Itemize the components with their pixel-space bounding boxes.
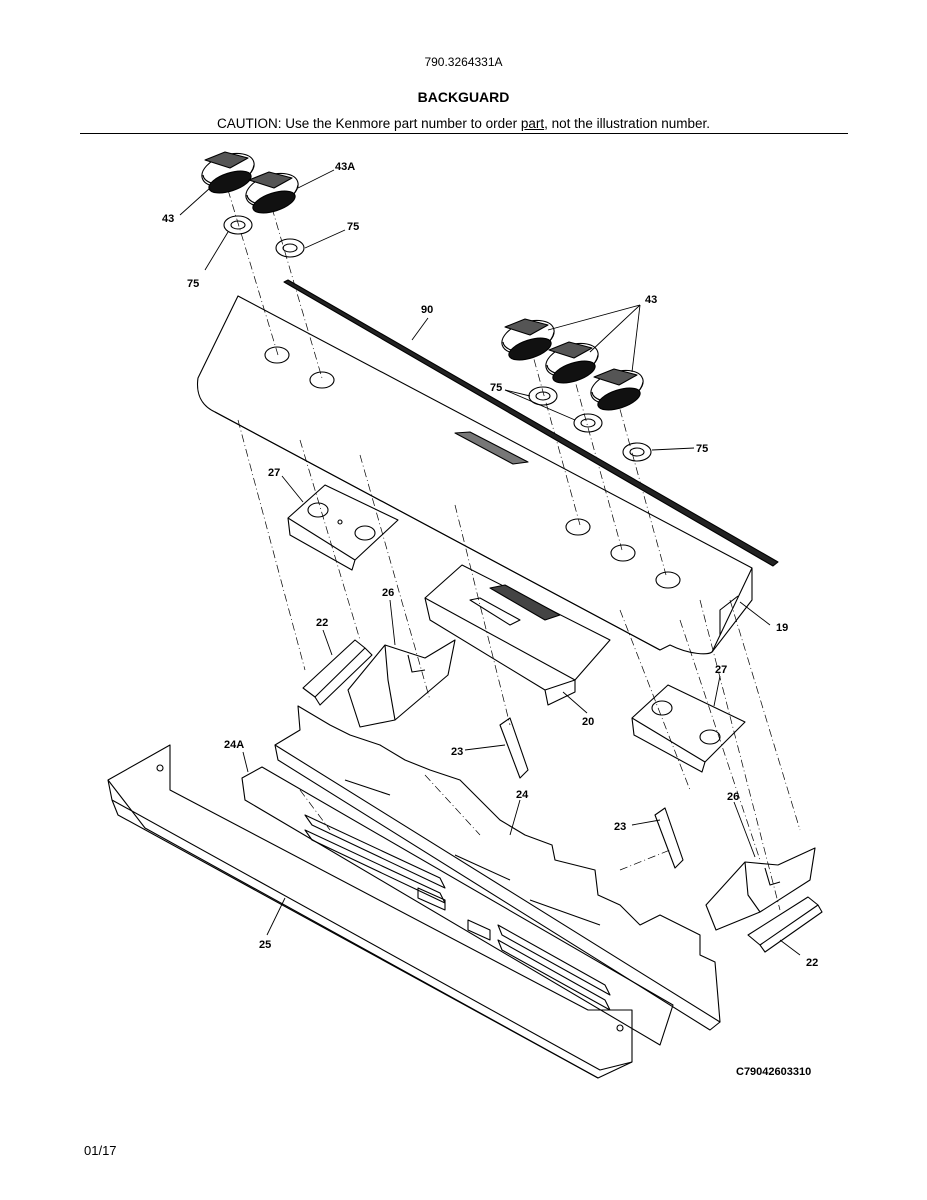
callout-19: 19 bbox=[776, 622, 788, 634]
callout-24a: 24A bbox=[224, 739, 244, 751]
callout-90: 90 bbox=[421, 304, 433, 316]
callout-25: 25 bbox=[259, 939, 271, 951]
callout-22-left: 22 bbox=[316, 617, 328, 629]
drawing-code: C79042603310 bbox=[736, 1066, 812, 1078]
clip-left bbox=[302, 639, 373, 706]
mounting-bracket-left bbox=[287, 484, 399, 571]
callout-75-group: 75 bbox=[490, 382, 502, 394]
knob-43-group-2 bbox=[545, 341, 599, 384]
knob-43-group-1 bbox=[501, 318, 555, 361]
backguard-panel bbox=[196, 295, 753, 655]
callout-23-upper: 23 bbox=[451, 746, 463, 758]
spacer-upper bbox=[499, 717, 529, 779]
callout-75-single: 75 bbox=[696, 443, 708, 455]
revision-date: 01/17 bbox=[84, 1143, 117, 1158]
section-title: BACKGUARD bbox=[417, 89, 510, 105]
control-board bbox=[424, 564, 611, 706]
callout-27-right: 27 bbox=[715, 664, 727, 676]
callout-43-group: 43 bbox=[645, 294, 657, 306]
rear-panel bbox=[274, 705, 721, 1031]
caution-prefix: CAUTION: Use the Kenmore part number to … bbox=[217, 116, 521, 131]
callout-26-right: 26 bbox=[727, 791, 739, 803]
spacer-lower bbox=[654, 807, 684, 869]
knob-43a bbox=[245, 171, 299, 214]
callout-27-left: 27 bbox=[268, 467, 280, 479]
knob-43-group-3 bbox=[590, 368, 644, 411]
knob-43-left bbox=[201, 151, 255, 194]
caution-text: CAUTION: Use the Kenmore part number to … bbox=[0, 116, 927, 131]
callout-26-left: 26 bbox=[382, 587, 394, 599]
model-number: 790.3264331A bbox=[424, 55, 503, 69]
callout-labels: 43 43A 75 75 90 43 75 75 19 27 27 26 26 … bbox=[162, 161, 818, 969]
mounting-bracket-right bbox=[631, 684, 746, 773]
callout-24: 24 bbox=[516, 789, 529, 801]
callout-43-knob: 43 bbox=[162, 213, 174, 225]
callout-22-right: 22 bbox=[806, 957, 818, 969]
support-right bbox=[705, 847, 816, 931]
caution-suffix: , not the illustration number. bbox=[544, 116, 710, 131]
rear-panel-a bbox=[241, 766, 674, 1046]
assembly-lines bbox=[227, 189, 801, 911]
leader-lines bbox=[179, 169, 801, 956]
header-rule bbox=[80, 133, 848, 134]
callout-75-left: 75 bbox=[187, 278, 199, 290]
callout-75-right: 75 bbox=[347, 221, 359, 233]
clip-right bbox=[747, 896, 823, 953]
callout-20: 20 bbox=[582, 716, 594, 728]
caution-link: part bbox=[520, 116, 545, 131]
support-left bbox=[347, 639, 456, 728]
end-cap bbox=[107, 744, 633, 1079]
trim-strip bbox=[283, 279, 779, 567]
callout-23-lower: 23 bbox=[614, 821, 626, 833]
callout-43a: 43A bbox=[335, 161, 355, 173]
